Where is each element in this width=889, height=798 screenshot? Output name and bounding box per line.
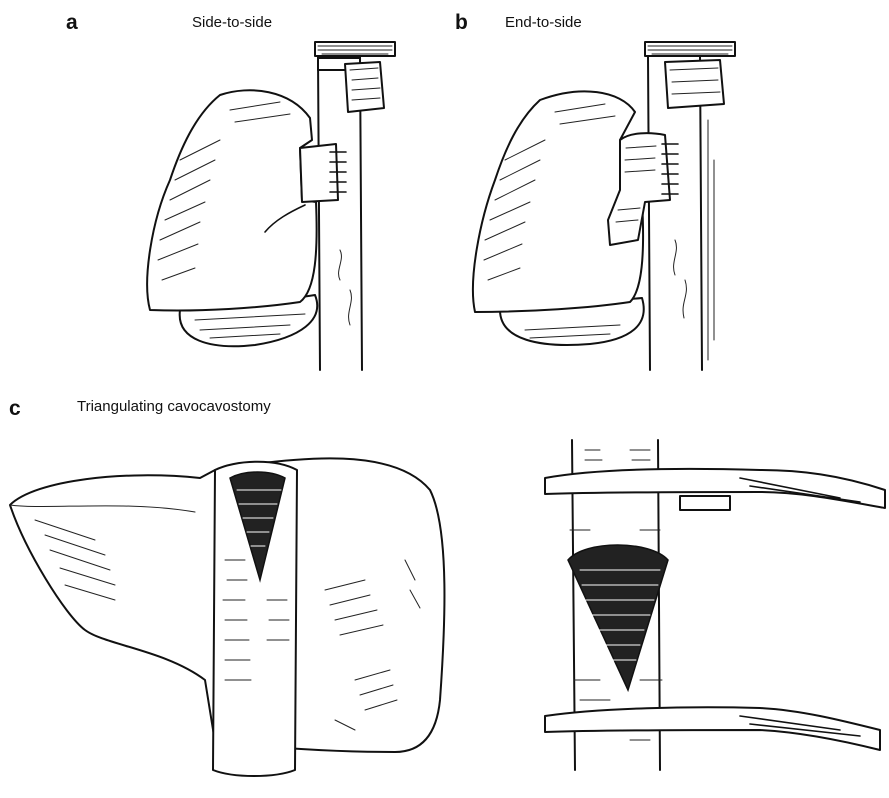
caval-clamp-cap [665,60,724,108]
panel-a-letter: a [66,12,78,33]
panel-b-letter: b [455,12,468,33]
panel-a-caption: Side-to-side [192,15,272,30]
triangulating-cavotomy [568,545,668,690]
end-to-side-illustration [470,40,750,360]
cavocavostomy-liver-illustration [5,430,475,780]
panel-c-caption: Triangulating cavocavostomy [77,399,271,414]
clamped-cava-illustration [540,430,885,790]
panel-b-caption: End-to-side [505,15,582,30]
liver [147,90,316,310]
panel-c-letter: c [9,398,21,419]
side-to-side-illustration [140,40,400,360]
